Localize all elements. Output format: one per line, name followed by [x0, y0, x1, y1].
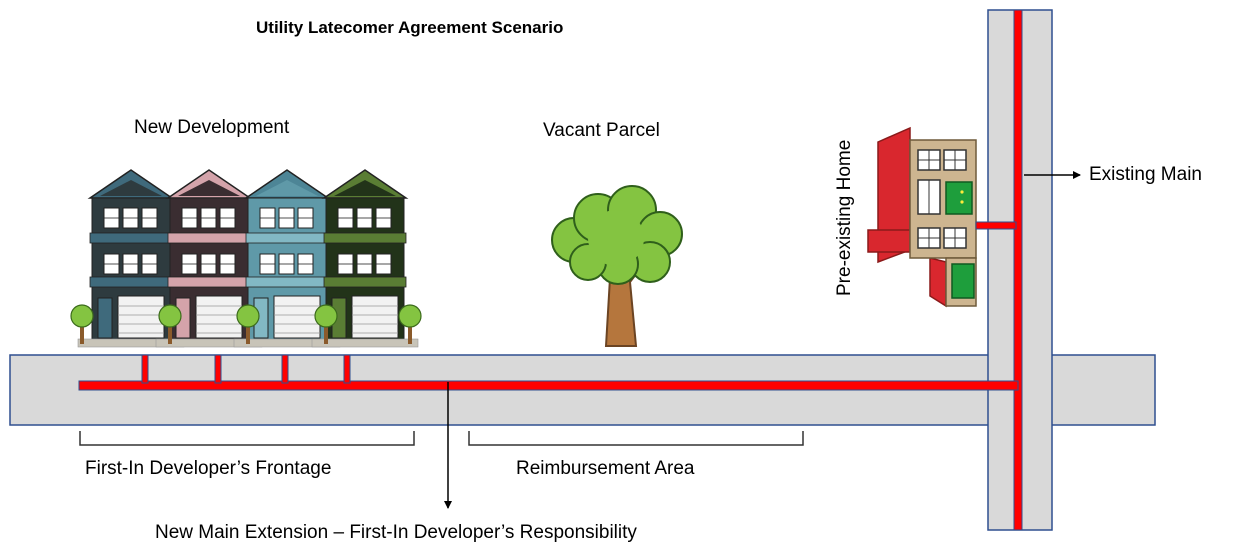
- vacant-parcel-tree: [551, 185, 683, 347]
- existing-main-pipe: [1013, 9, 1023, 531]
- new-main-extension-label: New Main Extension – First-In Developer’…: [155, 522, 637, 543]
- existing-main-label: Existing Main: [1089, 164, 1202, 185]
- townhouse: [233, 169, 341, 348]
- vacant-parcel-label: Vacant Parcel: [543, 120, 660, 141]
- new-main-pipe: [78, 380, 1019, 391]
- small-tree-icon: [70, 304, 94, 344]
- service-lateral-pipe: [141, 354, 149, 384]
- small-tree-icon: [158, 304, 182, 344]
- street-trees: [70, 304, 422, 344]
- new-development-townhouses: [77, 169, 419, 348]
- service-lateral-pipe: [343, 354, 351, 384]
- townhouse: [77, 169, 185, 348]
- diagram-title: Utility Latecomer Agreement Scenario: [256, 18, 564, 37]
- frontage-bracket: [79, 431, 415, 446]
- small-tree-icon: [398, 304, 422, 344]
- pre-existing-home-label: Pre-existing Home: [834, 139, 855, 296]
- frontage-label: First-In Developer’s Frontage: [85, 458, 332, 479]
- home-service-pipe: [975, 221, 1017, 230]
- water-mains: [78, 9, 1023, 531]
- reimbursement-bracket: [468, 431, 804, 446]
- service-lateral-pipe: [214, 354, 222, 384]
- townhouse: [155, 169, 263, 348]
- small-tree-icon: [236, 304, 260, 344]
- service-lateral-pipe: [281, 354, 289, 384]
- small-tree-icon: [314, 304, 338, 344]
- reimbursement-area-label: Reimbursement Area: [516, 458, 695, 479]
- pre-existing-home: [867, 126, 977, 308]
- new-development-label: New Development: [134, 117, 290, 138]
- townhouse: [311, 169, 419, 348]
